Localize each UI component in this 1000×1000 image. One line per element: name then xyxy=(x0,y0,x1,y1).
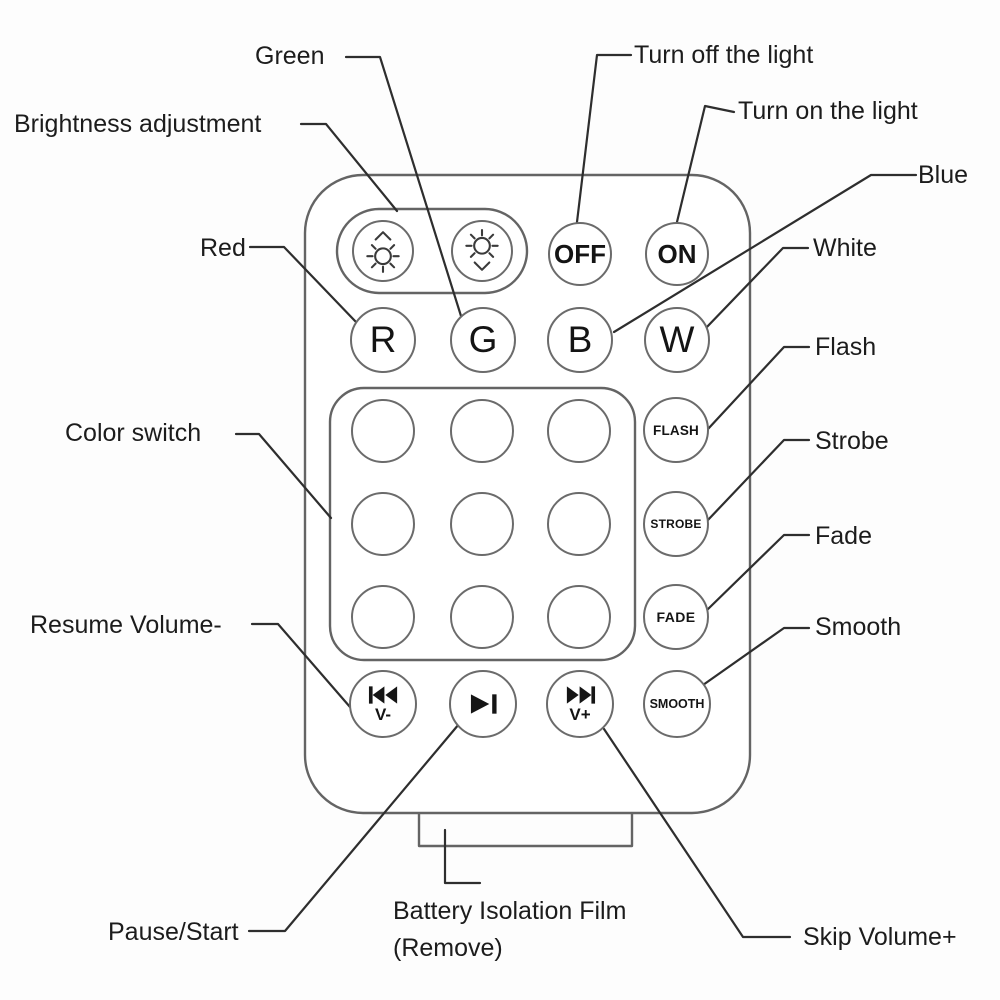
leader-smooth xyxy=(701,626,811,687)
label-fade: Fade xyxy=(815,522,872,550)
label-white: White xyxy=(813,234,877,262)
play-pause-icon xyxy=(470,694,497,714)
volume-plus-label: V+ xyxy=(569,705,591,724)
off-button[interactable]: OFF xyxy=(548,222,612,286)
leader-turn-off xyxy=(575,53,633,224)
leader-battery-film xyxy=(443,828,482,885)
brightness-down-button[interactable] xyxy=(451,220,513,282)
blue-button[interactable]: B xyxy=(547,307,613,373)
green-button[interactable]: G xyxy=(450,307,516,373)
label-green: Green xyxy=(255,42,325,70)
label-skip-volume-plus: Skip Volume+ xyxy=(803,923,957,951)
label-color-switch: Color switch xyxy=(65,419,202,447)
label-pause-start: Pause/Start xyxy=(108,918,239,946)
label-turn-off: Turn off the light xyxy=(634,41,814,69)
smooth-button[interactable]: SMOOTH xyxy=(643,670,711,738)
red-button[interactable]: R xyxy=(350,307,416,373)
volume-plus-button[interactable]: V+ xyxy=(546,670,614,738)
color-grid-button[interactable] xyxy=(351,492,415,556)
label-battery-film-line1: Battery Isolation Film xyxy=(393,897,627,925)
leader-resume-volume xyxy=(250,622,352,709)
white-button[interactable]: W xyxy=(644,307,710,373)
sun-with-down-arrow-icon xyxy=(465,229,499,271)
leader-green xyxy=(344,55,463,318)
color-grid-button[interactable] xyxy=(450,585,514,649)
volume-minus-button[interactable]: V- xyxy=(349,670,417,738)
label-smooth: Smooth xyxy=(815,613,902,641)
leader-pause-start xyxy=(247,722,461,933)
label-red: Red xyxy=(200,234,246,262)
color-grid-button[interactable] xyxy=(351,585,415,649)
label-battery-film-line2: (Remove) xyxy=(393,934,503,962)
color-grid-button[interactable] xyxy=(450,492,514,556)
battery-tab xyxy=(417,812,634,848)
flash-button[interactable]: FLASH xyxy=(643,397,709,463)
label-resume-volume-minus: Resume Volume- xyxy=(30,611,222,639)
strobe-button[interactable]: STROBE xyxy=(643,491,709,557)
leader-flash xyxy=(706,345,811,431)
color-grid-button[interactable] xyxy=(547,585,611,649)
color-grid-button[interactable] xyxy=(547,492,611,556)
skip-forward-icon xyxy=(566,686,595,704)
leader-lines xyxy=(234,53,918,939)
label-turn-on: Turn on the light xyxy=(738,97,918,125)
leader-fade xyxy=(704,533,811,613)
skip-back-icon xyxy=(368,686,397,704)
leader-strobe xyxy=(705,438,811,523)
label-flash: Flash xyxy=(815,333,877,361)
volume-minus-label: V- xyxy=(374,705,392,724)
label-strobe: Strobe xyxy=(815,427,889,455)
leader-brightness xyxy=(299,122,399,213)
on-button[interactable]: ON xyxy=(645,222,709,286)
label-battery-film: Battery Isolation Film (Remove) xyxy=(393,893,626,967)
color-grid-button[interactable] xyxy=(547,399,611,463)
sun-with-up-arrow-icon xyxy=(366,231,400,273)
leader-red xyxy=(248,245,358,324)
brightness-up-button[interactable] xyxy=(352,220,414,282)
leader-white xyxy=(703,246,810,331)
fade-button[interactable]: FADE xyxy=(643,584,709,650)
color-grid-button[interactable] xyxy=(351,399,415,463)
play-pause-button[interactable] xyxy=(449,670,517,738)
leader-color-switch xyxy=(234,432,333,520)
leader-blue xyxy=(612,173,918,334)
leader-turn-on xyxy=(675,104,736,224)
label-blue: Blue xyxy=(918,161,969,189)
label-brightness-adjustment: Brightness adjustment xyxy=(14,110,262,138)
color-grid-button[interactable] xyxy=(450,399,514,463)
leader-skip-volume xyxy=(602,727,792,939)
